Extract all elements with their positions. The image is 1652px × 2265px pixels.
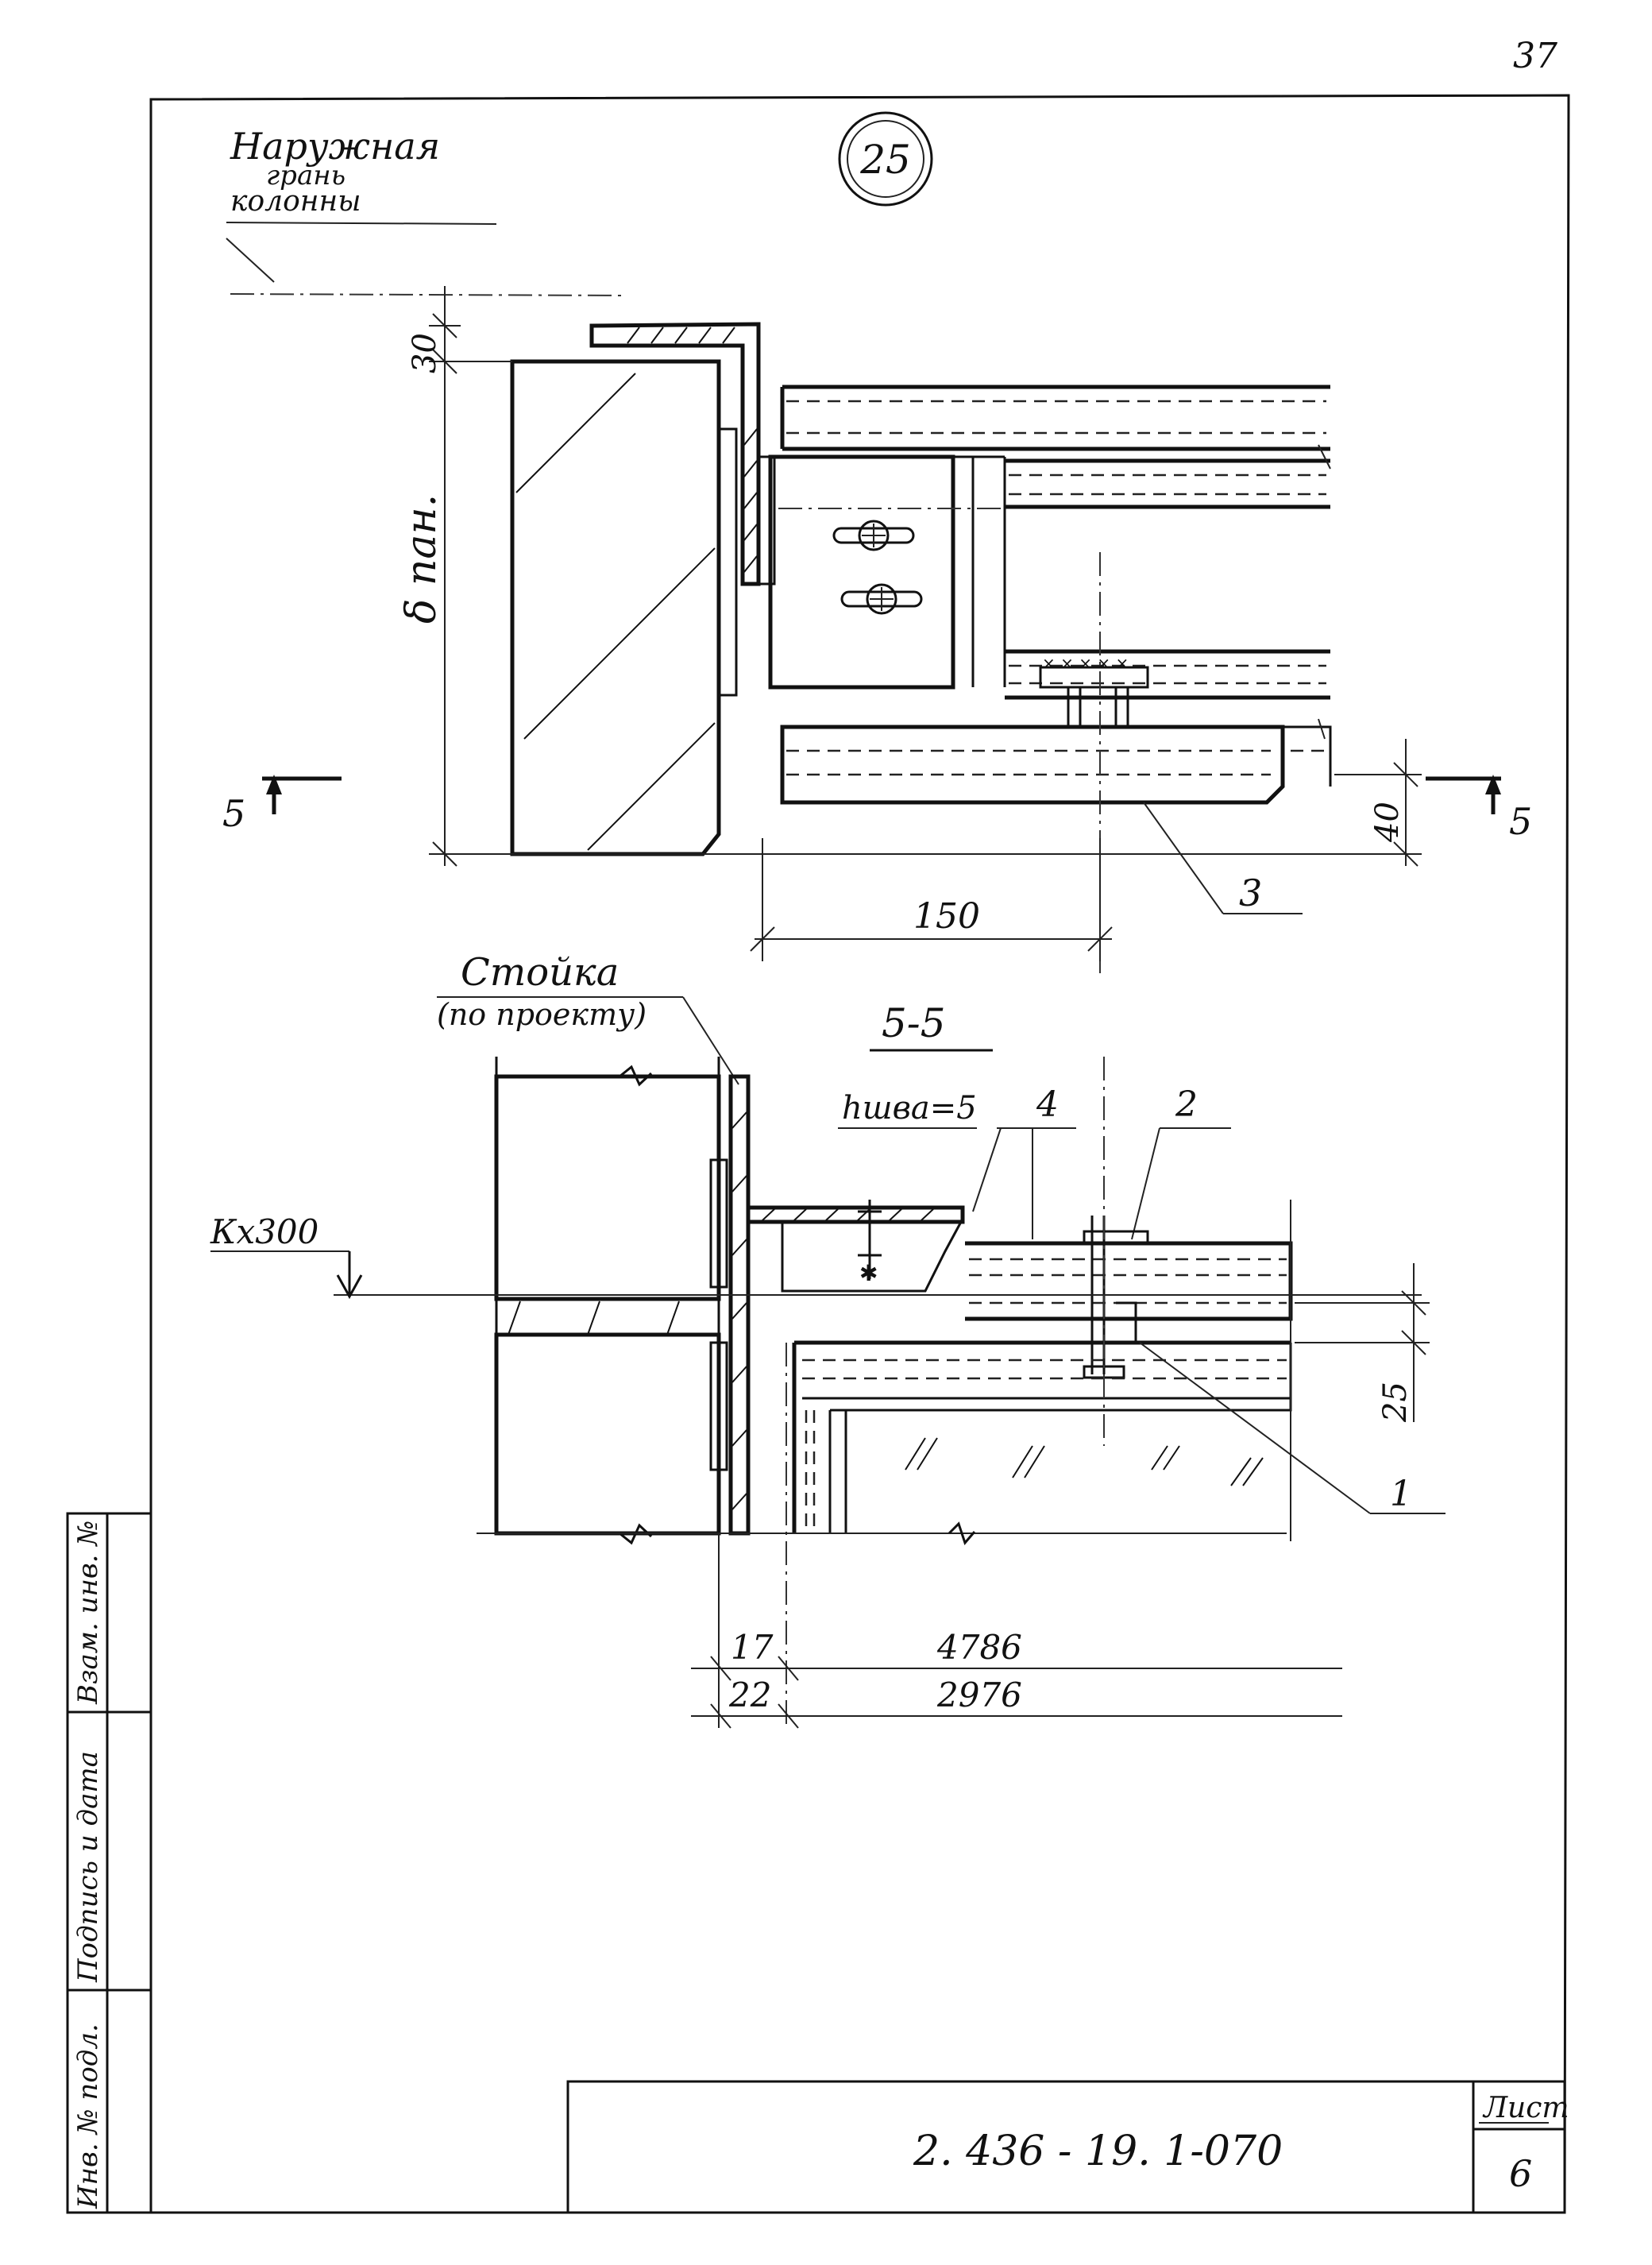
dim-row1-large: 4786 <box>936 1628 1022 1667</box>
sheet-label: Лист <box>1482 2092 1569 2124</box>
lower-view: Стойка (по проекту) 5-5 hшва=5 4 2 <box>210 950 1446 1729</box>
stamp-cell-replace: Взам. инв. № <box>72 1521 104 1705</box>
page-number: 37 <box>1513 36 1557 76</box>
upper-view: Наружная грань колонны <box>222 125 1532 977</box>
detail-number: 25 <box>859 137 911 183</box>
section-title: 5-5 <box>882 1000 946 1046</box>
dim-bottom-40: 40 <box>1369 802 1406 843</box>
note-leader <box>226 222 497 225</box>
slotted-bolt-upper <box>832 520 915 551</box>
dim-width-150: 150 <box>913 896 980 937</box>
note-outer-face-line2: грань <box>266 160 345 191</box>
concrete-panel-upper <box>510 359 721 856</box>
post-label-line2: (по проекту) <box>437 997 647 1032</box>
callout-4: 4 <box>1036 1084 1059 1125</box>
weld-note: hшва=5 <box>842 1090 977 1127</box>
callout-1: 1 <box>1390 1474 1412 1514</box>
section-mark-left: 5 <box>222 775 342 835</box>
side-stamp: Инв. № подл. Подпись и дата Взам. инв. № <box>66 1512 152 2214</box>
callout-2: 2 <box>1175 1084 1198 1125</box>
svg-text:5: 5 <box>222 792 245 835</box>
detail-marker: 25 <box>838 111 933 207</box>
sheet-frame <box>149 94 1570 2214</box>
note-outer-face-line3: колонны <box>230 185 361 218</box>
note-outer-face-line1: Наружная <box>230 125 440 168</box>
stamp-cell-inv: Инв. № подл. <box>72 2023 104 2209</box>
dim-top-thickness: 30 <box>407 333 443 373</box>
section-mark-right: 5 <box>1426 775 1532 843</box>
dim-row2-large: 2976 <box>936 1676 1022 1714</box>
slotted-bolt-lower <box>840 583 923 615</box>
svg-text:5: 5 <box>1509 800 1532 843</box>
sheet-number: 6 <box>1509 2152 1532 2195</box>
concrete-wall-upper <box>494 1074 721 1301</box>
dim-panel-thickness: δ пан. <box>398 494 446 624</box>
dim-row2-small: 22 <box>728 1676 771 1714</box>
svg-text:× × × × ×: × × × × × <box>1042 654 1129 673</box>
dim-25: 25 <box>1377 1382 1414 1423</box>
dim-row1-small: 17 <box>731 1628 774 1667</box>
callout-3: 3 <box>1239 872 1262 914</box>
svg-text:✱: ✱ <box>859 1260 878 1286</box>
stamp-cell-sign: Подпись и дата <box>72 1751 104 1983</box>
concrete-wall-lower <box>494 1332 721 1536</box>
post-label-line1: Стойка <box>461 950 619 995</box>
document-code: 2. 436 - 19. 1-070 <box>913 2128 1283 2175</box>
pitch-note: Кх300 <box>210 1212 318 1251</box>
